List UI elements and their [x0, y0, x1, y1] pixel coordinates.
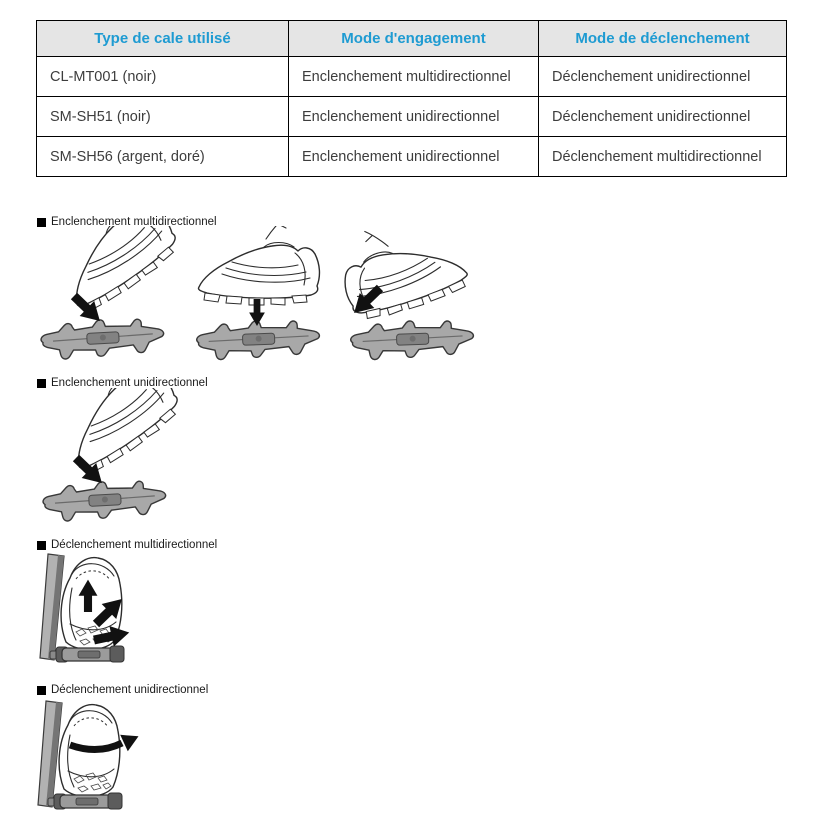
column-header-release-mode: Mode de déclenchement: [538, 20, 787, 57]
square-bullet-icon: [37, 540, 46, 550]
section-heading-engagement-unidirectional: Enclenchement unidirectionnel: [37, 377, 208, 389]
column-header-cleat-type: Type de cale utilisé: [36, 20, 289, 57]
shoe-flat-icon: [197, 226, 321, 306]
section-heading-release-multidirectional: Déclenchement multidirectionnel: [37, 539, 217, 551]
section-heading-engagement-multidirectional: Enclenchement multidirectionnel: [37, 216, 217, 228]
table-row: SM-SH51 (noir) Enclenchement unidirectio…: [36, 96, 787, 137]
section-label: Déclenchement multidirectionnel: [51, 539, 218, 551]
section-label: Enclenchement multidirectionnel: [51, 216, 217, 228]
cell-release-mode: Déclenchement unidirectionnel: [538, 56, 787, 97]
table-row: SM-SH56 (argent, doré) Enclenchement uni…: [36, 136, 787, 177]
square-bullet-icon: [37, 378, 46, 388]
table-row: CL-MT001 (noir) Enclenchement multidirec…: [36, 56, 787, 97]
square-bullet-icon: [37, 217, 46, 227]
release-multidirectional-illustration: [39, 553, 132, 663]
shoe-toe-down-icon: [35, 226, 186, 320]
shoe-on-pedal-rear-icon: [37, 700, 123, 810]
cell-engagement-mode: Enclenchement multidirectionnel: [288, 56, 539, 97]
cell-engagement-mode: Enclenchement unidirectionnel: [288, 96, 539, 137]
pedal-icon: [39, 315, 166, 361]
cell-cleat-type: CL-MT001 (noir): [36, 56, 289, 97]
section-heading-release-unidirectional: Déclenchement unidirectionnel: [37, 684, 208, 696]
cell-release-mode: Déclenchement multidirectionnel: [538, 136, 787, 177]
cell-engagement-mode: Enclenchement unidirectionnel: [288, 136, 539, 177]
shoe-toe-down-icon: [37, 388, 188, 482]
engagement-multidirectional-illustration: [35, 226, 475, 362]
pedal-icon: [349, 318, 475, 362]
pedal-icon: [41, 477, 168, 523]
cell-cleat-type: SM-SH51 (noir): [36, 96, 289, 137]
cell-release-mode: Déclenchement unidirectionnel: [538, 96, 787, 137]
square-bullet-icon: [37, 685, 46, 695]
cell-cleat-type: SM-SH56 (argent, doré): [36, 136, 289, 177]
table-header-row: Type de cale utilisé Mode d'engagement M…: [36, 20, 787, 57]
cleat-compatibility-table: Type de cale utilisé Mode d'engagement M…: [36, 20, 787, 177]
release-unidirectional-illustration: [37, 700, 139, 810]
section-label: Enclenchement unidirectionnel: [51, 377, 208, 389]
engagement-unidirectional-illustration: [37, 388, 188, 523]
pedal-icon: [195, 318, 321, 362]
section-label: Déclenchement unidirectionnel: [51, 684, 209, 696]
column-header-engagement-mode: Mode d'engagement: [288, 20, 539, 57]
curved-right-arrow-icon: [68, 734, 139, 753]
shoe-heel-down-icon: [330, 226, 473, 326]
